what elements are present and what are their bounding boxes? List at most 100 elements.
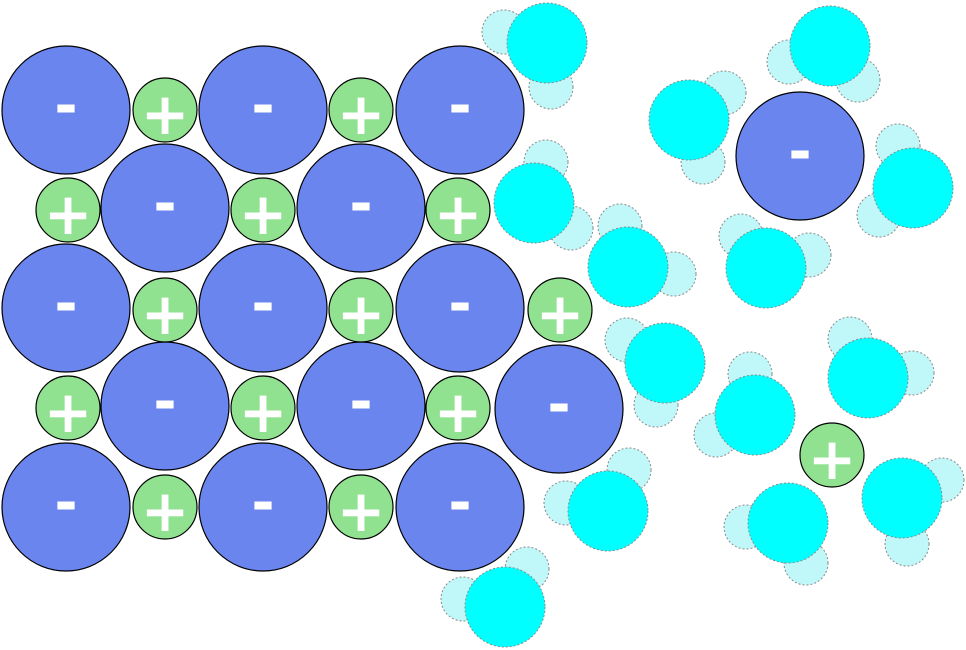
ionic-lattice: --------------+++++++++++++ bbox=[1, 45, 624, 572]
oxygen-atom bbox=[872, 147, 954, 229]
anion: - bbox=[1, 442, 131, 572]
water-molecule bbox=[604, 317, 706, 428]
minus-sign: - bbox=[54, 74, 77, 139]
water-molecule bbox=[827, 316, 935, 419]
minus-sign: - bbox=[54, 471, 77, 536]
anion-sphere bbox=[395, 442, 525, 572]
minus-sign: - bbox=[349, 370, 372, 435]
anion-sphere bbox=[1, 442, 131, 572]
water-molecule bbox=[481, 2, 588, 110]
anion: - bbox=[735, 91, 865, 221]
minus-sign: - bbox=[547, 373, 570, 438]
oxygen-atom bbox=[789, 5, 871, 87]
oxygen-atom bbox=[464, 566, 546, 648]
anion-sphere bbox=[198, 45, 328, 175]
minus-sign: - bbox=[448, 272, 471, 337]
anion: - bbox=[198, 243, 328, 373]
cation-sphere bbox=[328, 474, 394, 540]
anion: - bbox=[395, 243, 525, 373]
oxygen-atom bbox=[747, 482, 829, 564]
anion: - bbox=[1, 243, 131, 373]
plus-sign: + bbox=[141, 80, 190, 148]
anion: - bbox=[100, 143, 230, 273]
minus-sign: - bbox=[448, 74, 471, 139]
cation: + bbox=[799, 422, 865, 493]
anion: - bbox=[100, 341, 230, 471]
anion: - bbox=[198, 442, 328, 572]
oxygen-atom bbox=[587, 226, 669, 308]
oxygen-atom bbox=[827, 337, 909, 419]
oxygen-atom bbox=[725, 227, 807, 309]
anion: - bbox=[395, 442, 525, 572]
cation: + bbox=[132, 474, 198, 545]
oxygen-atom bbox=[493, 162, 575, 244]
cation-sphere bbox=[132, 77, 198, 143]
water-molecule bbox=[493, 139, 594, 251]
oxygen-atom bbox=[624, 322, 706, 404]
cation-sphere bbox=[425, 375, 491, 441]
cation: + bbox=[230, 177, 296, 248]
plus-sign: + bbox=[239, 180, 288, 248]
plus-sign: + bbox=[141, 477, 190, 545]
minus-sign: - bbox=[251, 471, 274, 536]
water-molecule bbox=[723, 482, 829, 586]
water-molecule bbox=[648, 70, 747, 185]
cation-sphere bbox=[425, 177, 491, 243]
anion-sphere bbox=[198, 243, 328, 373]
cation-sphere bbox=[527, 277, 593, 343]
cation: + bbox=[230, 375, 296, 446]
anion: - bbox=[494, 344, 624, 474]
water-molecule bbox=[587, 203, 697, 308]
cation-sphere bbox=[132, 277, 198, 343]
oxygen-atom bbox=[714, 374, 796, 456]
anion-sphere bbox=[1, 243, 131, 373]
plus-sign: + bbox=[337, 280, 386, 348]
oxygen-atom bbox=[567, 470, 649, 552]
plus-sign: + bbox=[434, 378, 483, 446]
minus-sign: - bbox=[153, 172, 176, 237]
oxygen-atom bbox=[506, 2, 588, 84]
anion-sphere bbox=[1, 45, 131, 175]
cation-sphere bbox=[35, 177, 101, 243]
solvated-ions: -+ bbox=[735, 91, 865, 493]
minus-sign: - bbox=[448, 471, 471, 536]
anion: - bbox=[296, 143, 426, 273]
anion: - bbox=[395, 45, 525, 175]
water-molecule bbox=[543, 447, 652, 552]
cation: + bbox=[132, 277, 198, 348]
minus-sign: - bbox=[251, 74, 274, 139]
anion-sphere bbox=[296, 143, 426, 273]
anion-sphere bbox=[494, 344, 624, 474]
anion-sphere bbox=[735, 91, 865, 221]
cation: + bbox=[425, 375, 491, 446]
plus-sign: + bbox=[141, 280, 190, 348]
anion-sphere bbox=[395, 243, 525, 373]
plus-sign: + bbox=[434, 180, 483, 248]
plus-sign: + bbox=[808, 425, 857, 493]
plus-sign: + bbox=[337, 80, 386, 148]
minus-sign: - bbox=[54, 272, 77, 337]
plus-sign: + bbox=[337, 477, 386, 545]
cation-sphere bbox=[328, 277, 394, 343]
cation: + bbox=[328, 277, 394, 348]
anion: - bbox=[1, 45, 131, 175]
cation-sphere bbox=[328, 77, 394, 143]
plus-sign: + bbox=[536, 280, 585, 348]
water-molecule bbox=[718, 213, 832, 309]
anion-sphere bbox=[198, 442, 328, 572]
anion-sphere bbox=[395, 45, 525, 175]
cation: + bbox=[527, 277, 593, 348]
cation-sphere bbox=[799, 422, 865, 488]
anion: - bbox=[198, 45, 328, 175]
cation-sphere bbox=[132, 474, 198, 540]
water-molecule bbox=[693, 351, 796, 458]
minus-sign: - bbox=[788, 120, 811, 185]
oxygen-atom bbox=[648, 79, 730, 161]
cation-sphere bbox=[230, 375, 296, 441]
water-molecule bbox=[861, 457, 965, 567]
cation-sphere bbox=[230, 177, 296, 243]
cation-sphere bbox=[35, 375, 101, 441]
anion: - bbox=[296, 341, 426, 471]
water-molecule bbox=[856, 123, 954, 238]
water-molecule bbox=[766, 5, 881, 103]
